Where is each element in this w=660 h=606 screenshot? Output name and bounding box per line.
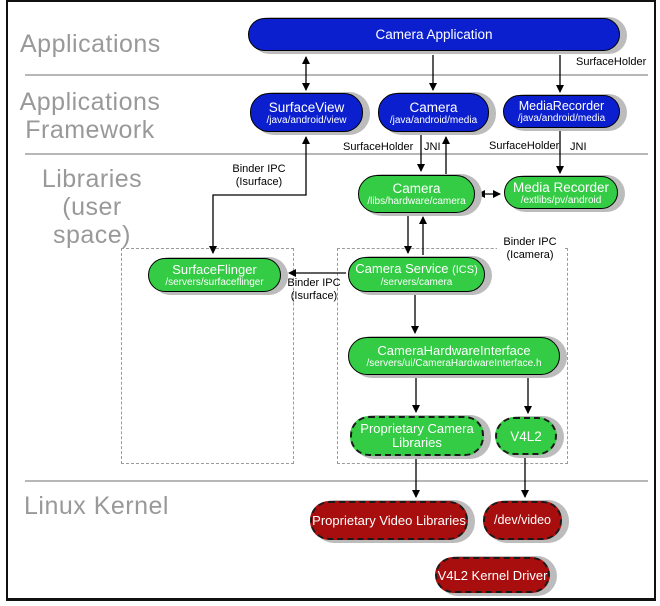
- node-camera-hardware-interface: CameraHardwareInterface /servers/ui/Came…: [348, 337, 560, 375]
- node-mediarecorder-api-title: MediaRecorder: [518, 98, 605, 113]
- node-v4l2-lib-title: V4L2: [510, 428, 542, 444]
- node-camera-api-title: Camera: [409, 99, 458, 115]
- node-camera-application: Camera Application: [248, 18, 620, 51]
- node-surfaceflinger-title: SurfaceFlinger: [172, 261, 257, 277]
- diagram-outer-frame: [6, 0, 656, 601]
- node-camera-lib: Camera /libs/hardware/camera: [358, 175, 475, 213]
- node-mediarecorder-lib: Media Recorder /extlibs/pv/android: [504, 176, 618, 209]
- node-surfaceview-path: /java/android/view: [266, 114, 347, 126]
- label-binder-ipc-isurface-top: Binder IPC (Isurface): [232, 163, 286, 188]
- arrow-surfaceview-surfaceflinger: [209, 136, 310, 254]
- node-proprietary-video-libraries-title: Proprietary Video Libraries: [312, 513, 466, 528]
- label-binder-ipc-isurface-mid: Binder IPC (Isurface): [287, 277, 341, 302]
- label-surfaceholder-top: SurfaceHolder: [576, 56, 647, 68]
- label-jni-recorder: JNI: [570, 141, 587, 153]
- node-dev-video: /dev/video: [483, 501, 562, 540]
- node-proprietary-camera-libraries-title: Proprietary Camera Libraries: [360, 421, 474, 450]
- node-camera-service-title-suffix: (ICS): [452, 263, 478, 276]
- node-proprietary-camera-libraries: Proprietary Camera Libraries: [350, 416, 484, 456]
- layer-label-applications: Applications: [20, 30, 161, 58]
- node-v4l2-kernel-driver-title: V4L2 Kernel Driver: [437, 567, 548, 583]
- cameraservice-process-boundary: [337, 248, 568, 464]
- layer-label-libraries: Libraries (user space): [20, 165, 164, 249]
- node-chi-path: /servers/ui/CameraHardwareInterface.h: [366, 358, 542, 369]
- layer-label-libraries-line2: (user space): [52, 193, 132, 249]
- node-camera-api: Camera /java/android/media: [378, 93, 489, 132]
- node-surfaceflinger-path: /servers/surfaceflinger: [165, 276, 264, 288]
- node-camera-api-path: /java/android/media: [389, 114, 478, 126]
- layer-label-libraries-line1: Libraries: [41, 165, 143, 193]
- node-v4l2-lib: V4L2: [495, 417, 557, 455]
- layer-label-framework-line1: Applications: [19, 88, 161, 116]
- node-v4l2-kernel-driver: V4L2 Kernel Driver: [435, 557, 550, 593]
- node-mediarecorder-api-path: /java/android/media: [517, 112, 606, 124]
- node-camera-lib-title: Camera: [392, 181, 441, 196]
- node-camera-service-title: Camera Service (ICS): [355, 260, 478, 276]
- node-surfaceview-title: SurfaceView: [268, 99, 345, 115]
- node-proprietary-video-libraries: Proprietary Video Libraries: [310, 501, 468, 540]
- surfaceflinger-process-boundary: [121, 248, 294, 464]
- node-mediarecorder-lib-path: /extlibs/pv/android: [520, 194, 602, 206]
- node-dev-video-title: /dev/video: [494, 513, 551, 527]
- label-surfaceholder-camera: SurfaceHolder: [343, 141, 414, 153]
- label-surfaceholder-recorder: SurfaceHolder: [489, 140, 560, 152]
- node-mediarecorder-lib-title: Media Recorder: [512, 179, 610, 195]
- node-surfaceview: SurfaceView /java/android/view: [250, 93, 363, 132]
- node-chi-title: CameraHardwareInterface: [377, 343, 531, 358]
- node-camera-service-path: /servers/camera: [380, 276, 453, 288]
- node-mediarecorder-api: MediaRecorder /java/android/media: [503, 95, 620, 128]
- node-camera-application-title: Camera Application: [375, 27, 493, 42]
- layer-label-applications-framework: Applications Framework: [18, 88, 162, 144]
- node-camera-service: Camera Service (ICS) /servers/camera: [348, 257, 485, 292]
- layer-label-framework-line2: Framework: [25, 116, 155, 144]
- layer-label-linux-kernel: Linux Kernel: [24, 492, 169, 520]
- label-jni-camera: JNI: [424, 141, 441, 153]
- label-binder-ipc-icamera: Binder IPC (Icamera): [497, 236, 563, 262]
- node-camera-lib-path: /libs/hardware/camera: [367, 196, 466, 207]
- node-surfaceflinger: SurfaceFlinger /servers/surfaceflinger: [148, 258, 281, 292]
